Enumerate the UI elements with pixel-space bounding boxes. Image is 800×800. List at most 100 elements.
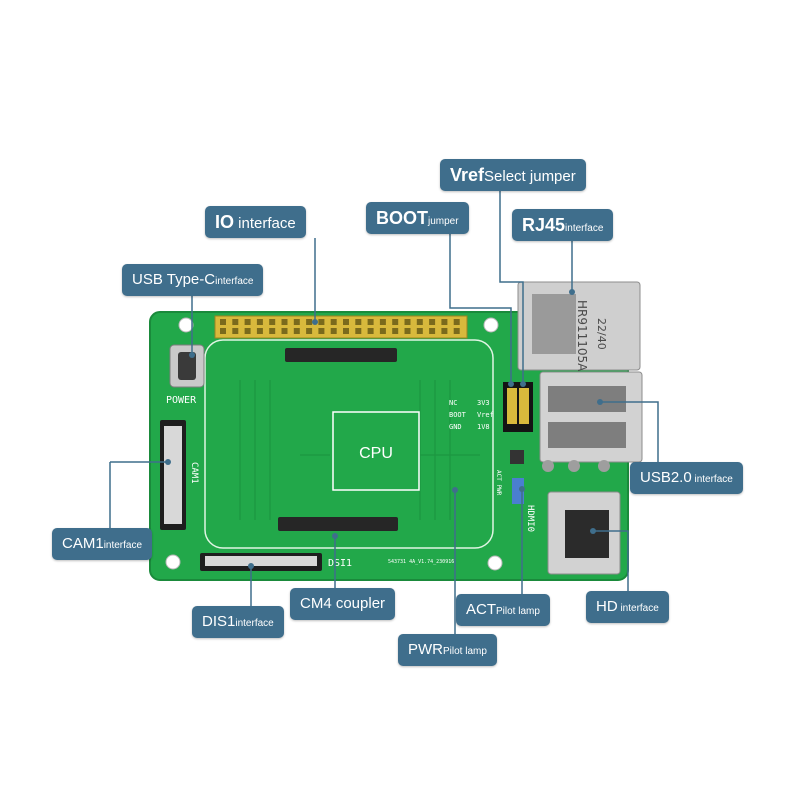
cam1-callout: CAM1interface (52, 528, 153, 560)
hd-callout: HD interface (586, 591, 669, 623)
rj45-jack: HR911105A 22/40 (517, 281, 641, 372)
act-callout-sub: Pilot lamp (496, 606, 540, 617)
gpio-pin (441, 328, 448, 334)
usb2-callout-main: USB2.0 (640, 469, 692, 486)
gpio-pin (355, 319, 362, 325)
gpio-pin (281, 319, 288, 325)
gpio-pin (232, 319, 239, 325)
gpio-pin (343, 319, 349, 325)
gpio-pin (244, 319, 251, 325)
gpio-pin (404, 319, 411, 325)
led-indicators: ACT PWR (495, 450, 524, 504)
gpio-pin (256, 328, 263, 334)
gpio-pin (256, 319, 263, 325)
svg-text:BOOT: BOOT (449, 411, 467, 419)
svg-text:3V3: 3V3 (477, 399, 490, 407)
cpu-outline (332, 411, 420, 491)
act-callout: ACTPilot lamp (456, 594, 550, 626)
svg-text:1V8: 1V8 (477, 423, 490, 431)
gpio-pin (367, 328, 374, 334)
pcb-traces (239, 380, 480, 520)
cm4-outline (204, 339, 494, 549)
act-callout-main: ACT (466, 601, 496, 618)
cm4-coupler-bottom (278, 517, 398, 531)
usbc-callout-main: USB Type-C (132, 271, 216, 288)
mounting-holes (165, 317, 503, 571)
svg-text:HR911105A: HR911105A (575, 300, 589, 372)
cam1-silk: CAM1 (189, 462, 199, 484)
gpio-pin (379, 328, 386, 334)
cam1-callout-main: CAM1 (62, 535, 104, 552)
gpio-pin (281, 328, 288, 334)
gpio-pin (416, 319, 423, 325)
gpio-pin (244, 328, 251, 334)
cm4-callout: CM4 coupler (290, 588, 396, 620)
cpu-label: CPU (359, 445, 393, 462)
hdmi-port: HDMI0 (525, 491, 621, 575)
vref-callout: VrefSelect jumper (440, 159, 586, 191)
gpio-pin (220, 319, 226, 325)
boot-callout-main: BOOT (376, 208, 428, 228)
gpio-pin (293, 319, 300, 325)
boot-vref-jumpers (503, 382, 533, 432)
gpio-pin (392, 328, 399, 334)
usbc-callout-sub: interface (215, 276, 254, 287)
svg-text:ACT PWR: ACT PWR (495, 470, 502, 496)
rj45-callout-sub: interface (565, 223, 604, 234)
dis1-callout-sub: interface (235, 618, 274, 629)
dis1-callout-main: DIS1 (202, 613, 236, 630)
svg-text:GND: GND (449, 423, 462, 431)
gpio-pin (379, 319, 386, 325)
gpio-pin (269, 319, 276, 325)
gpio-pin (330, 328, 337, 334)
gpio-pin (220, 328, 226, 334)
pwr-callout: PWRPilot lamp (398, 634, 497, 666)
gpio-pin (453, 319, 460, 325)
gpio-pin (441, 319, 448, 325)
gpio-pin (306, 328, 313, 334)
gpio-pin (392, 319, 399, 325)
io-callout-sub: interface (234, 215, 296, 232)
io-callout: IO interface (205, 206, 306, 238)
gpio-header (214, 315, 468, 339)
svg-text:Vref: Vref (477, 411, 494, 419)
gpio-pin (343, 328, 349, 334)
gpio-pin (293, 328, 300, 334)
boot-callout-sub: jumper (428, 216, 459, 227)
gpio-pin (404, 328, 411, 334)
usbc-callout: USB Type-Cinterface (122, 264, 264, 296)
gpio-pin (355, 328, 362, 334)
cm4-coupler-top (285, 348, 397, 362)
gpio-pin (429, 328, 436, 334)
gpio-pin (306, 319, 313, 325)
hd-callout-main: HD (596, 598, 618, 615)
usb2-callout-sub: interface (691, 474, 733, 485)
svg-text:22/40: 22/40 (595, 318, 608, 350)
dis1-callout: DIS1interface (192, 606, 284, 638)
usb2-ports (539, 371, 643, 472)
power-label: POWER (166, 395, 197, 406)
hd-callout-sub: interface (617, 603, 659, 614)
jumper-silk: NC BOOT GND 3V3 Vref 1V8 (449, 399, 494, 431)
gpio-pin (330, 319, 337, 325)
pwr-callout-main: PWR (408, 641, 443, 658)
leader-dots (165, 289, 603, 569)
vref-callout-sub: Select jumper (484, 168, 576, 185)
usb2-callout: USB2.0 interface (630, 462, 743, 494)
gpio-pin (318, 328, 325, 334)
pwr-callout-sub: Pilot lamp (443, 646, 487, 657)
gpio-pin (232, 328, 239, 334)
svg-text:NC: NC (449, 399, 457, 407)
io-callout-main: IO (215, 212, 235, 232)
svg-text:HDMI0: HDMI0 (525, 505, 535, 532)
gpio-pin (453, 328, 460, 334)
rj45-callout: RJ45interface (512, 209, 614, 241)
serial-silk: 543731 4A_V1.74_230916 (388, 559, 454, 565)
gpio-pin (429, 319, 436, 325)
boot-callout: BOOTjumper (366, 202, 469, 234)
gpio-pin (318, 319, 325, 325)
rj45-callout-main: RJ45 (522, 215, 566, 235)
cam1-callout-sub: interface (103, 540, 143, 551)
